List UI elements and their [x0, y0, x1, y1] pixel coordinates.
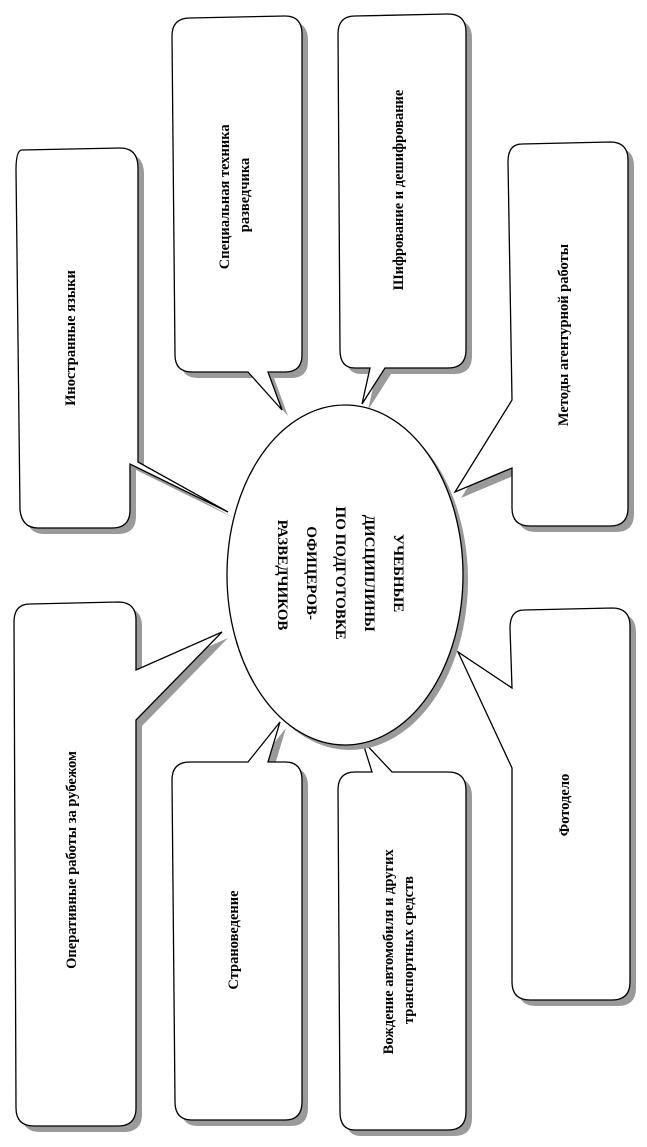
callout-line: Методы агентурной работы — [556, 244, 572, 426]
callout-text-foreign-languages: Иностранные языки — [63, 270, 79, 406]
callout-line: Иностранные языки — [63, 270, 79, 406]
center-line: ДИСЦИПЛИНЫ — [361, 515, 377, 632]
callout-line: Специальная техника — [217, 124, 233, 270]
callout-text-encryption: Шифрование и дешифрование — [391, 89, 407, 290]
callout-country-studies: Страноведение — [171, 721, 308, 1126]
callout-line: Шифрование и дешифрование — [391, 89, 407, 290]
callout-line: разведчика — [237, 157, 253, 232]
callout-foreign-languages: Иностранные языки — [15, 147, 234, 534]
callout-line: Страноведение — [226, 890, 242, 990]
callout-agent-methods: Методы агентурной работы — [453, 141, 634, 532]
center-node: УЧЕБНЫЕ ДИСЦИПЛИНЫ ПО ПОДГОТОВКЕ ОФИЦЕРО… — [226, 404, 468, 750]
center-line: РАЗВЕДЧИКОВ — [274, 520, 290, 631]
callout-operations-abroad: Оперативные работы за рубежом — [13, 601, 228, 1132]
callout-encryption: Шифрование и дешифрование — [337, 13, 472, 410]
center-line: ОФИЦЕРОВ- — [303, 526, 319, 620]
callout-text-special-equipment: Специальная техника разведчика — [217, 121, 253, 269]
callout-text-country-studies: Страноведение — [226, 890, 242, 990]
callout-line: транспортных средств — [401, 876, 417, 1024]
center-title: УЧЕБНЫЕ ДИСЦИПЛИНЫ ПО ПОДГОТОВКЕ ОФИЦЕРО… — [274, 507, 406, 644]
callout-driving: Вождение автомобиля и других транспортны… — [337, 739, 472, 1136]
callout-text-photography: Фотодело — [557, 774, 573, 836]
callout-text-driving: Вождение автомобиля и других транспортны… — [381, 846, 417, 1055]
callout-photography: Фотодело — [456, 607, 636, 1006]
center-line: УЧЕБНЫЕ — [390, 534, 406, 612]
callout-text-operations-abroad: Оперативные работы за рубежом — [64, 751, 80, 969]
center-line: ПО ПОДГОТОВКЕ — [332, 507, 348, 640]
callout-line: Фотодело — [557, 774, 573, 836]
callout-line: Вождение автомобиля и других — [381, 849, 397, 1055]
callout-text-agent-methods: Методы агентурной работы — [556, 244, 572, 426]
callout-special-equipment: Специальная техника разведчика — [171, 15, 308, 416]
callout-line: Оперативные работы за рубежом — [64, 751, 80, 969]
